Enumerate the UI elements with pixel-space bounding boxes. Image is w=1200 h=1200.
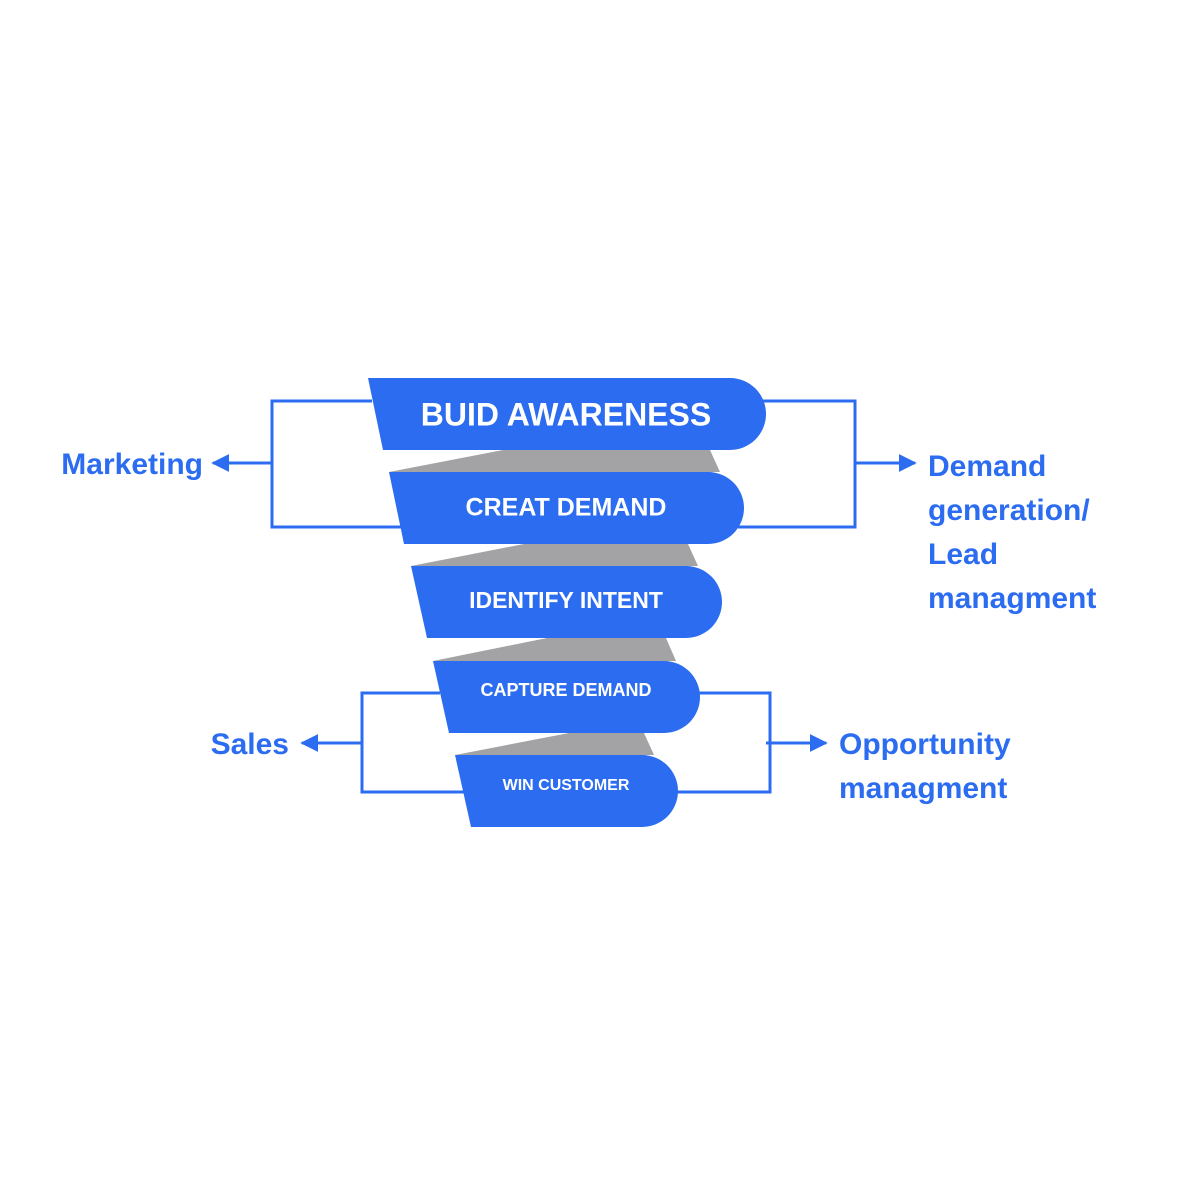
opportunity-management-label-line: Opportunity — [839, 728, 1011, 761]
funnel-stage-label: BUID AWARENESS — [421, 396, 711, 432]
funnel-stage: BUID AWARENESS — [368, 378, 766, 450]
funnel-connector — [433, 638, 676, 661]
demand-generation-label-line: generation/ — [928, 494, 1090, 527]
marketing-group: Marketing Demand generation/ Lead managm… — [61, 399, 1098, 615]
funnel-stage: IDENTIFY INTENT — [411, 566, 722, 638]
funnel-connector — [411, 544, 698, 566]
funnel-stages: BUID AWARENESS CREAT DEMAND IDENTIFY INTEN… — [368, 378, 766, 827]
funnel-stage-label: IDENTIFY INTENT — [469, 587, 663, 613]
sales-label: Sales — [211, 728, 289, 761]
funnel-stage-shape — [389, 472, 744, 544]
demand-generation-label: Demand generation/ Lead managment — [928, 450, 1098, 615]
funnel-stage-shape — [411, 566, 722, 638]
opportunity-management-label-line: managment — [839, 772, 1007, 805]
funnel-stage: WIN CUSTOMER — [455, 755, 678, 827]
funnel-stage: CREAT DEMAND — [389, 472, 744, 544]
sales-group: Sales Opportunity managment — [211, 691, 1019, 805]
funnel-stage-shape — [455, 755, 678, 827]
demand-generation-label-line: managment — [928, 582, 1096, 615]
funnel-stage-label: WIN CUSTOMER — [503, 777, 630, 794]
funnel-stage-shape — [433, 661, 700, 733]
demand-generation-label-line: Lead — [928, 538, 998, 571]
funnel-connector — [455, 733, 654, 755]
funnel-stage-shape — [368, 378, 766, 450]
funnel-stage-label: CREAT DEMAND — [466, 494, 667, 522]
marketing-label: Marketing — [61, 448, 203, 481]
funnel-stage-label: CAPTURE DEMAND — [481, 680, 652, 700]
demand-generation-label-line: Demand — [928, 450, 1046, 483]
funnel-connectors — [389, 450, 720, 755]
funnel-connector — [389, 450, 720, 472]
funnel-stage: CAPTURE DEMAND — [433, 661, 700, 733]
opportunity-management-label: Opportunity managment — [839, 728, 1019, 805]
